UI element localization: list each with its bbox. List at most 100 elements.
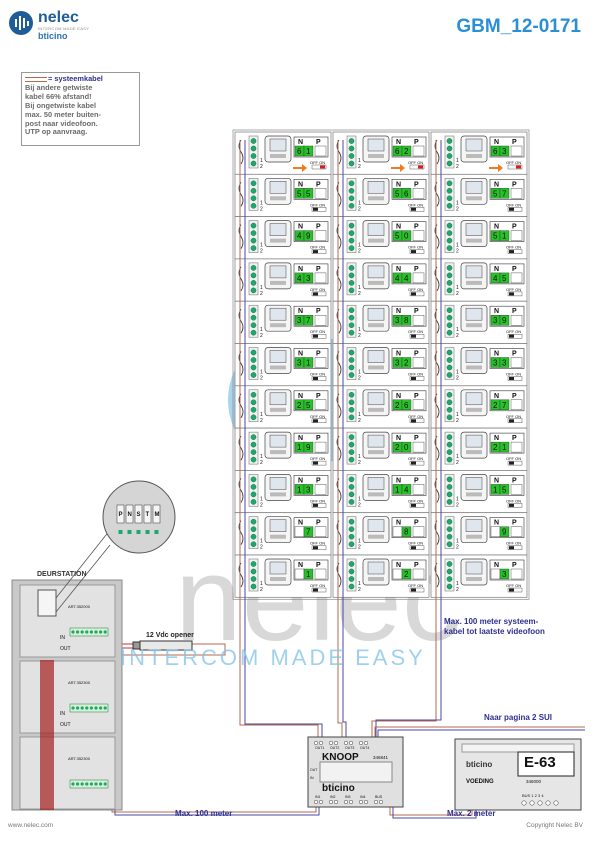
address-p-label: P xyxy=(414,181,419,188)
address-digit-cell xyxy=(401,272,412,284)
terminal-screw-icon xyxy=(250,491,257,498)
address-digit: 9 xyxy=(502,316,507,325)
terminal-block xyxy=(248,304,259,338)
address-p-cell xyxy=(314,441,327,453)
knoop-in-label: BUS xyxy=(375,795,383,799)
videophone-screen xyxy=(367,350,385,363)
switch-label: OFF ON xyxy=(310,245,325,250)
switch-body xyxy=(409,291,425,297)
knoop-screw-icon xyxy=(333,740,339,746)
terminal-label: 1 xyxy=(358,412,361,418)
terminal-block xyxy=(346,558,357,592)
terminal-screw-icon xyxy=(85,706,89,710)
terminal-screw-icon xyxy=(446,541,453,548)
system-cable-note: = systeemkabel Bij andere getwiste kabel… xyxy=(21,72,140,146)
address-digit-cell xyxy=(303,230,314,241)
switch-body xyxy=(409,460,425,466)
terminal-screw-icon xyxy=(446,391,453,398)
terminal-screw-icon xyxy=(348,245,355,251)
psu-screw-icon xyxy=(553,800,559,806)
terminal-screw-icon xyxy=(446,576,453,582)
terminal-label: 2 xyxy=(358,545,361,551)
videophone-screen xyxy=(269,519,287,532)
switch-knob xyxy=(313,377,318,380)
address-p-cell xyxy=(412,484,425,495)
terminal-label: 2 xyxy=(260,545,263,551)
terminal-label: 1 xyxy=(358,285,361,291)
terminal-block xyxy=(444,431,455,465)
handset-cord xyxy=(434,266,440,292)
terminal-screw-icon xyxy=(446,406,453,413)
terminal-screw-icon xyxy=(250,576,257,582)
switch-knob xyxy=(509,334,514,338)
knoop-out-label: OUT4 xyxy=(360,746,369,750)
videophone-screen xyxy=(465,307,483,321)
handset-cord xyxy=(434,351,440,376)
address-p-cell xyxy=(412,441,425,453)
switch-label: OFF ON xyxy=(408,160,423,165)
address-n-label: N xyxy=(298,351,303,358)
terminal-label: 2 xyxy=(260,249,263,255)
switch-body xyxy=(311,376,327,381)
address-n-label: N xyxy=(396,351,401,358)
psu-cable xyxy=(392,806,477,819)
knoop-panel xyxy=(319,761,393,783)
address-n-label: N xyxy=(494,435,499,442)
terminal-screw-icon xyxy=(348,237,355,244)
terminal-block xyxy=(248,262,259,296)
terminal-label: 1 xyxy=(456,539,459,545)
terminal-label: 2 xyxy=(260,460,263,466)
footer-url[interactable]: www.nelec.com xyxy=(8,822,54,829)
terminal-screw-icon xyxy=(446,329,453,336)
address-p-label: P xyxy=(316,435,321,442)
address-p-label: P xyxy=(316,308,321,315)
terminal-label: 2 xyxy=(260,418,263,424)
handset-cord xyxy=(336,351,342,376)
terminal-screw-icon xyxy=(99,782,103,786)
terminal-screw-icon xyxy=(348,187,355,194)
terminal-screw-icon xyxy=(446,533,453,540)
switch-body xyxy=(311,503,327,508)
switch-label: OFF ON xyxy=(506,202,521,207)
videophone-screen xyxy=(465,265,483,279)
switch-label: OFF ON xyxy=(408,541,423,546)
switch-label: OFF ON xyxy=(506,414,521,419)
videophone-screen xyxy=(269,138,287,152)
address-p-label: P xyxy=(512,139,517,146)
address-p-label: P xyxy=(414,266,419,273)
videophone-buttons xyxy=(466,238,482,243)
terminal-screw-icon xyxy=(446,237,453,244)
terminal-block xyxy=(248,347,259,380)
riser-cable xyxy=(337,600,343,740)
grid-border xyxy=(232,129,530,600)
videophone-buttons xyxy=(270,534,286,539)
address-digit: 6 xyxy=(404,401,409,410)
switch-knob xyxy=(313,503,318,507)
terminal-block xyxy=(248,135,259,169)
cable-legend-icon xyxy=(25,76,47,82)
handset-cord xyxy=(238,266,244,292)
terminal-screw-icon xyxy=(250,499,257,505)
address-p-label: P xyxy=(316,181,321,188)
terminal-block xyxy=(346,516,357,549)
knoop-screw-icon xyxy=(313,799,319,805)
opener xyxy=(132,640,193,651)
terminal-label: 1 xyxy=(260,370,263,376)
terminal-strip xyxy=(69,779,109,789)
address-digit: 7 xyxy=(306,316,311,325)
opener-label: 12 Vdc opener xyxy=(146,632,194,639)
terminal-screw-icon xyxy=(250,280,257,286)
zoom-line xyxy=(55,544,111,613)
max-2-label: Max. 2 meter xyxy=(447,809,496,818)
terminal-label: 2 xyxy=(260,587,263,593)
handset-cord xyxy=(238,182,244,207)
switch-label: OFF ON xyxy=(408,202,423,207)
address-p-cell xyxy=(412,230,425,241)
address-p-label: P xyxy=(512,562,517,569)
address-p-cell xyxy=(314,272,327,284)
terminal-label: 1 xyxy=(260,327,263,333)
terminal-label: 1 xyxy=(456,454,459,460)
